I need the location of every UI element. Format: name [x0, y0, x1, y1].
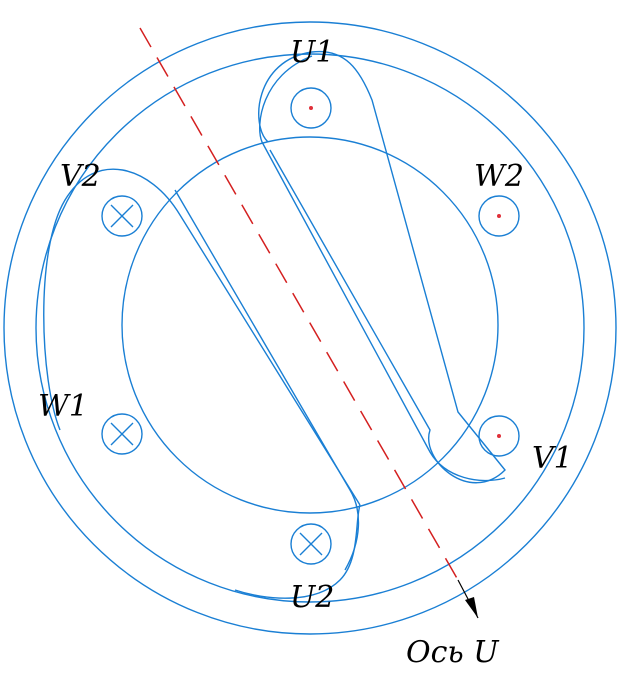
terminal-v2 — [101, 195, 143, 237]
label-w1: W1 — [38, 389, 88, 424]
stator-outer-circle — [3, 21, 617, 635]
terminal-u1 — [290, 87, 332, 129]
u-coil-band — [234, 55, 506, 599]
u-coil-outline — [43, 50, 506, 506]
u-axis-line — [139, 27, 459, 581]
label-u1: U1 — [290, 35, 334, 70]
label-v2: V2 — [60, 159, 101, 194]
terminal-w2 — [478, 195, 520, 237]
label-w2: W2 — [474, 159, 524, 194]
rotor-circle — [121, 136, 499, 514]
terminal-v1 — [478, 415, 520, 457]
u-axis-arrowhead-icon — [465, 597, 478, 618]
label-v1: V1 — [532, 441, 573, 476]
terminal-u2 — [290, 523, 332, 565]
stator-inner-circle — [35, 53, 585, 603]
label-axis-u: Ось U — [406, 635, 500, 670]
label-u2: U2 — [290, 580, 334, 615]
terminal-w1 — [101, 413, 143, 455]
coil-lower-band — [174, 189, 360, 571]
